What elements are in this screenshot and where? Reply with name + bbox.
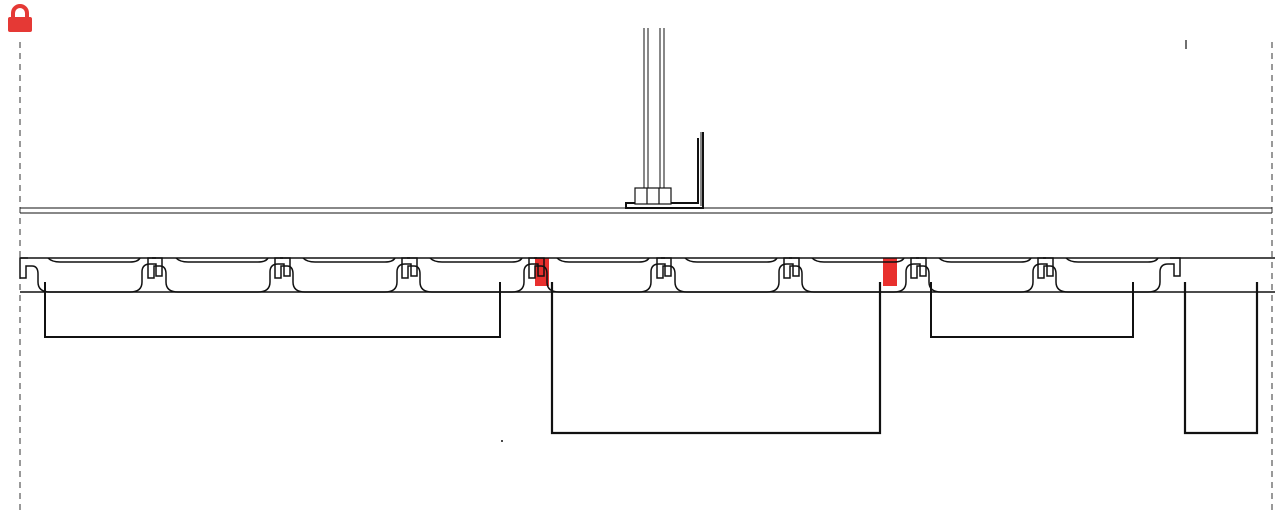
- lock-button[interactable]: [4, 2, 36, 34]
- tray-4: [1183, 282, 1259, 435]
- hanger-rod: [643, 28, 665, 188]
- tray-1: [44, 282, 501, 338]
- tray-3: [930, 282, 1134, 338]
- red-clip-right: [883, 258, 897, 286]
- tray-2: [550, 282, 882, 435]
- angle-bracket: [625, 132, 704, 209]
- dot-mark: [501, 440, 503, 442]
- slotted-rail: [19, 257, 1275, 293]
- padlock-icon: [8, 4, 32, 32]
- nut: [634, 187, 672, 205]
